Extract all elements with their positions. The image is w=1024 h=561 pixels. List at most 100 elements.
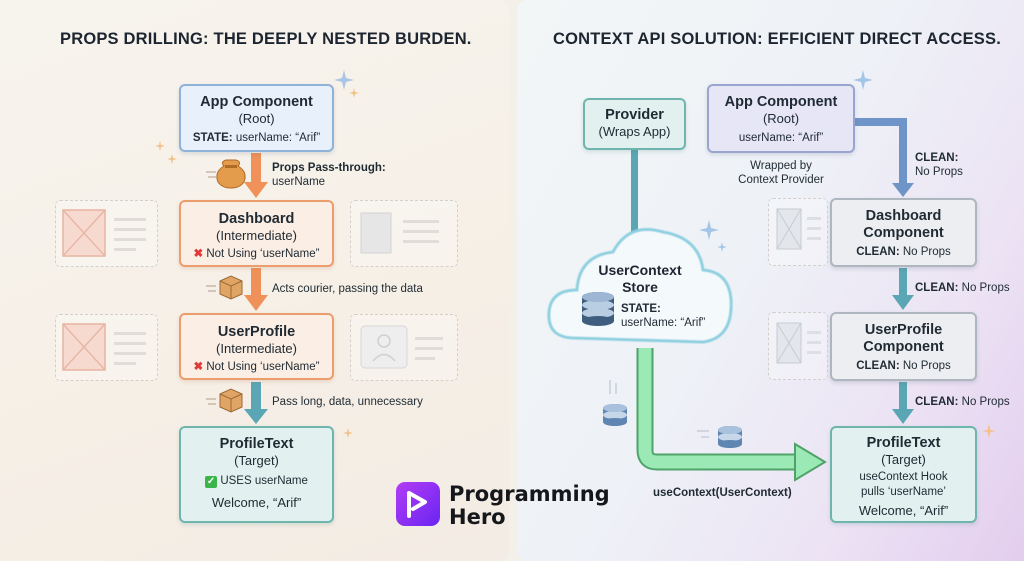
clean-bold: CLEAN: xyxy=(856,360,900,372)
left-arrows-layer xyxy=(155,70,359,438)
red-x-icon: ✖ xyxy=(193,248,204,260)
dashboard-component-box: Dashboard Component CLEAN: No Props xyxy=(830,198,977,267)
placeholder-image-icon xyxy=(62,209,146,257)
userprofile-component-box: UserProfile Component CLEAN: No Props xyxy=(830,312,977,381)
ghost-card xyxy=(768,312,828,380)
clean-label: CLEAN: No Props xyxy=(915,395,1010,409)
clean-label: CLEAN: No Props xyxy=(915,281,1010,295)
dashboard-title-2: Component xyxy=(863,225,944,241)
package-icon xyxy=(206,275,243,300)
user-card-icon xyxy=(360,325,443,369)
wrapped-line2: Context Provider xyxy=(738,174,824,186)
profiletext-box: ProfileText (Target) ✓ USES userName Wel… xyxy=(179,426,334,523)
app-component-title: App Component xyxy=(200,94,313,110)
ghost-card xyxy=(350,200,458,267)
clean-bold: CLEAN: xyxy=(915,396,959,408)
clean-arrow xyxy=(892,382,914,424)
store-state: STATE: userName: “Arif” xyxy=(621,302,705,330)
userprofile-title: UserProfile xyxy=(217,324,296,340)
dashboard-box: Dashboard (Intermediate) ✖ Not Using ‘us… xyxy=(179,200,334,267)
right-arrows-layer xyxy=(547,70,996,482)
props-drilling-panel: PROPS DRILLING: THE DEEPLY NESTED BURDEN… xyxy=(0,0,509,561)
ghost-card xyxy=(55,200,158,267)
props-pass-through-value: userName xyxy=(272,176,326,188)
clean-label: CLEAN: No Props xyxy=(915,151,963,179)
store-title: UserContext Store xyxy=(585,262,695,296)
sparkle-icon xyxy=(699,70,873,252)
clean-bold: CLEAN: xyxy=(915,282,959,294)
database-icon xyxy=(603,380,627,426)
database-icon xyxy=(697,426,742,448)
state-label: STATE: xyxy=(621,303,661,315)
clean-text: No Props xyxy=(958,396,1010,408)
state-label: STATE: xyxy=(192,132,233,144)
clean-text: No Props xyxy=(899,360,951,372)
dashboard-title: Dashboard xyxy=(218,211,295,227)
clean-bold: CLEAN: xyxy=(915,152,959,164)
app-component-sub: (Root) xyxy=(762,111,800,126)
use-context-arrow xyxy=(636,348,827,482)
profiletext-title: ProfileText xyxy=(219,436,294,452)
acts-courier-label: Acts courier, passing the data xyxy=(272,283,423,295)
userprofile-sub: (Intermediate) xyxy=(216,341,297,356)
provider-connector xyxy=(631,148,638,238)
prop-arrow xyxy=(244,268,268,311)
placeholder-image-icon xyxy=(62,323,146,371)
use-context-label: useContext(UserContext) xyxy=(653,487,792,499)
wrapped-by-label: Wrapped by Context Provider xyxy=(731,159,831,187)
ghost-card xyxy=(768,198,828,266)
placeholder-image-icon xyxy=(776,322,821,364)
profiletext-line1: useContext Hook xyxy=(859,471,948,483)
pass-long-label: Pass long, data, unnecessary xyxy=(272,396,423,408)
prop-arrow xyxy=(244,382,268,424)
package-icon xyxy=(206,388,243,413)
brand-line-2: Hero xyxy=(449,505,506,529)
provider-title: Provider xyxy=(605,107,664,123)
profiletext-line2: pulls ‘userName’ xyxy=(860,486,946,498)
userprofile-status: ✖ Not Using ‘userName” xyxy=(181,360,332,375)
ghost-card xyxy=(350,314,458,381)
clean-text: No Props xyxy=(915,166,963,178)
sparkle-icon xyxy=(155,88,359,438)
state-value: userName: “Arif” xyxy=(232,132,321,144)
profiletext-welcome: Welcome, “Arif” xyxy=(858,503,949,518)
userprofile-clean: CLEAN: No Props xyxy=(832,359,975,374)
userprofile-title-2: Component xyxy=(863,339,944,355)
profiletext-welcome: Welcome, “Arif” xyxy=(211,495,302,510)
app-component-title: App Component xyxy=(724,94,838,110)
red-x-icon: ✖ xyxy=(193,361,204,373)
profiletext-status: ✓ USES userName xyxy=(181,474,332,489)
app-state: userName: “Arif” xyxy=(738,132,824,144)
profiletext-sub: (Target) xyxy=(881,452,926,467)
clean-text: No Props xyxy=(899,246,951,258)
store-title-2: Store xyxy=(622,279,658,295)
sparkle-icon xyxy=(982,424,996,438)
dashboard-title-1: Dashboard xyxy=(865,208,942,224)
context-api-panel: CONTEXT API SOLUTION: EFFICIENT DIRECT A… xyxy=(517,0,1024,561)
dashboard-sub: (Intermediate) xyxy=(216,228,297,243)
clean-arrow xyxy=(855,118,914,197)
play-icon xyxy=(407,491,427,518)
prop-arrow xyxy=(244,153,268,198)
ghost-card xyxy=(55,314,158,381)
state-value: userName: “Arif” xyxy=(621,317,706,329)
userprofile-status-text: Not Using ‘userName” xyxy=(206,361,320,373)
right-panel-title: CONTEXT API SOLUTION: EFFICIENT DIRECT A… xyxy=(553,30,1001,48)
store-title-1: UserContext xyxy=(598,262,682,278)
app-component-sub: (Root) xyxy=(238,111,275,126)
clean-bold: CLEAN: xyxy=(856,246,900,258)
dashboard-status: ✖ Not Using ‘userName” xyxy=(181,247,332,262)
app-component-box: App Component (Root) STATE: userName: “A… xyxy=(179,84,334,152)
moneybag-icon xyxy=(206,159,246,189)
clean-arrow xyxy=(892,268,914,310)
profiletext-sub: (Target) xyxy=(234,453,279,468)
dashboard-status-text: Not Using ‘userName” xyxy=(206,248,320,260)
provider-box: Provider (Wraps App) xyxy=(583,98,686,150)
clean-text: No Props xyxy=(958,282,1010,294)
app-state: STATE: userName: “Arif” xyxy=(181,131,332,146)
placeholder-image-icon xyxy=(776,208,821,250)
green-check-icon: ✓ xyxy=(205,476,218,488)
profiletext-box: ProfileText (Target) useContext Hook pul… xyxy=(830,426,977,523)
programming-hero-logo xyxy=(396,482,440,526)
provider-sub: (Wraps App) xyxy=(598,124,671,139)
